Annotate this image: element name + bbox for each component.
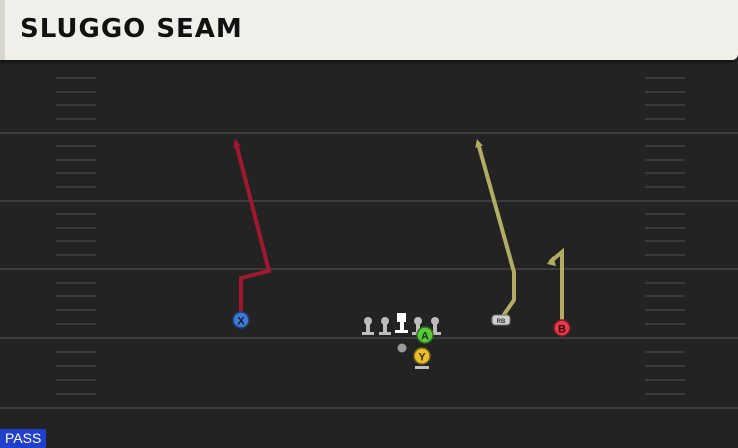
player-b-label: B [558, 324, 566, 336]
player-a-label: A [421, 331, 429, 343]
player-x[interactable]: X [232, 311, 250, 329]
play-title: SLUGGO SEAM [20, 14, 243, 44]
play-header: SLUGGO SEAM [0, 0, 738, 60]
qb-icon [397, 343, 407, 353]
player-x-label: X [237, 316, 245, 328]
hash-marks-left [56, 77, 96, 395]
play-type-badge: PASS [0, 429, 47, 448]
player-y-label: Y [418, 352, 426, 364]
player-a[interactable]: A [416, 326, 434, 344]
header-edge [0, 0, 5, 60]
player-rb[interactable]: RB [491, 314, 511, 326]
lineman-icon [429, 317, 441, 335]
lineman-icon [379, 317, 391, 335]
x-route [233, 139, 272, 312]
player-rb-label: RB [497, 319, 506, 325]
hash-marks-right [645, 77, 685, 395]
b-route [548, 247, 564, 321]
player-y[interactable]: Y [413, 347, 431, 369]
offensive-line [362, 313, 441, 335]
b-route-hook-head [547, 256, 556, 266]
rb-route [475, 139, 516, 318]
lineman-icon [362, 317, 374, 335]
player-b[interactable]: B [553, 319, 571, 337]
yard-lines [0, 132, 738, 409]
player-y-stand [415, 366, 429, 369]
center-icon [395, 313, 408, 333]
